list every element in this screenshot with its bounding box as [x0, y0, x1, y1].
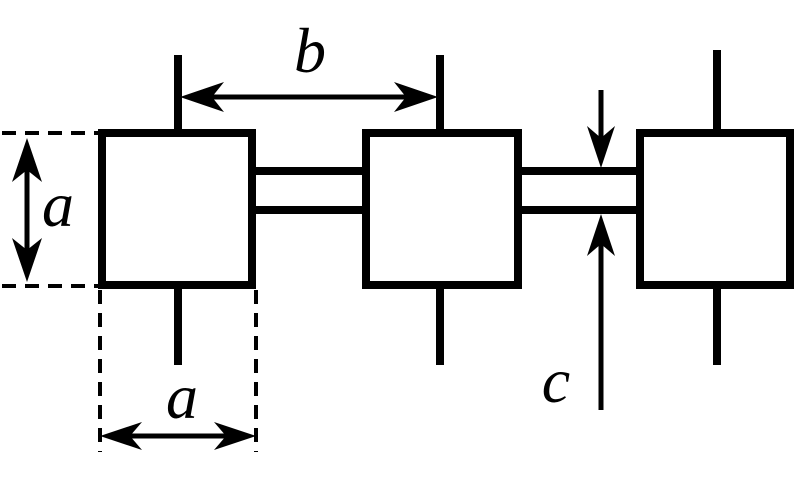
square-3 [636, 129, 794, 289]
dimension-c [587, 90, 615, 410]
arrowhead-left-icon [180, 82, 224, 112]
label-b: b [294, 15, 326, 86]
arrowhead-right-icon [394, 82, 438, 112]
label-a-horizontal: a [166, 361, 198, 432]
arrowhead-right-icon [214, 422, 256, 450]
dimension-a-vertical [12, 138, 42, 282]
dimension-a-horizontal [100, 422, 256, 450]
arrowhead-up-icon [587, 214, 615, 256]
arrowhead-left-icon [100, 422, 142, 450]
square-1 [98, 129, 256, 289]
square-2 [362, 129, 522, 289]
arrowhead-down-icon [587, 126, 615, 168]
arrowhead-down-icon [12, 238, 42, 282]
label-a-vertical: a [42, 169, 74, 240]
label-c: c [542, 345, 570, 416]
arrowhead-up-icon [12, 138, 42, 182]
dimension-b [180, 82, 438, 112]
